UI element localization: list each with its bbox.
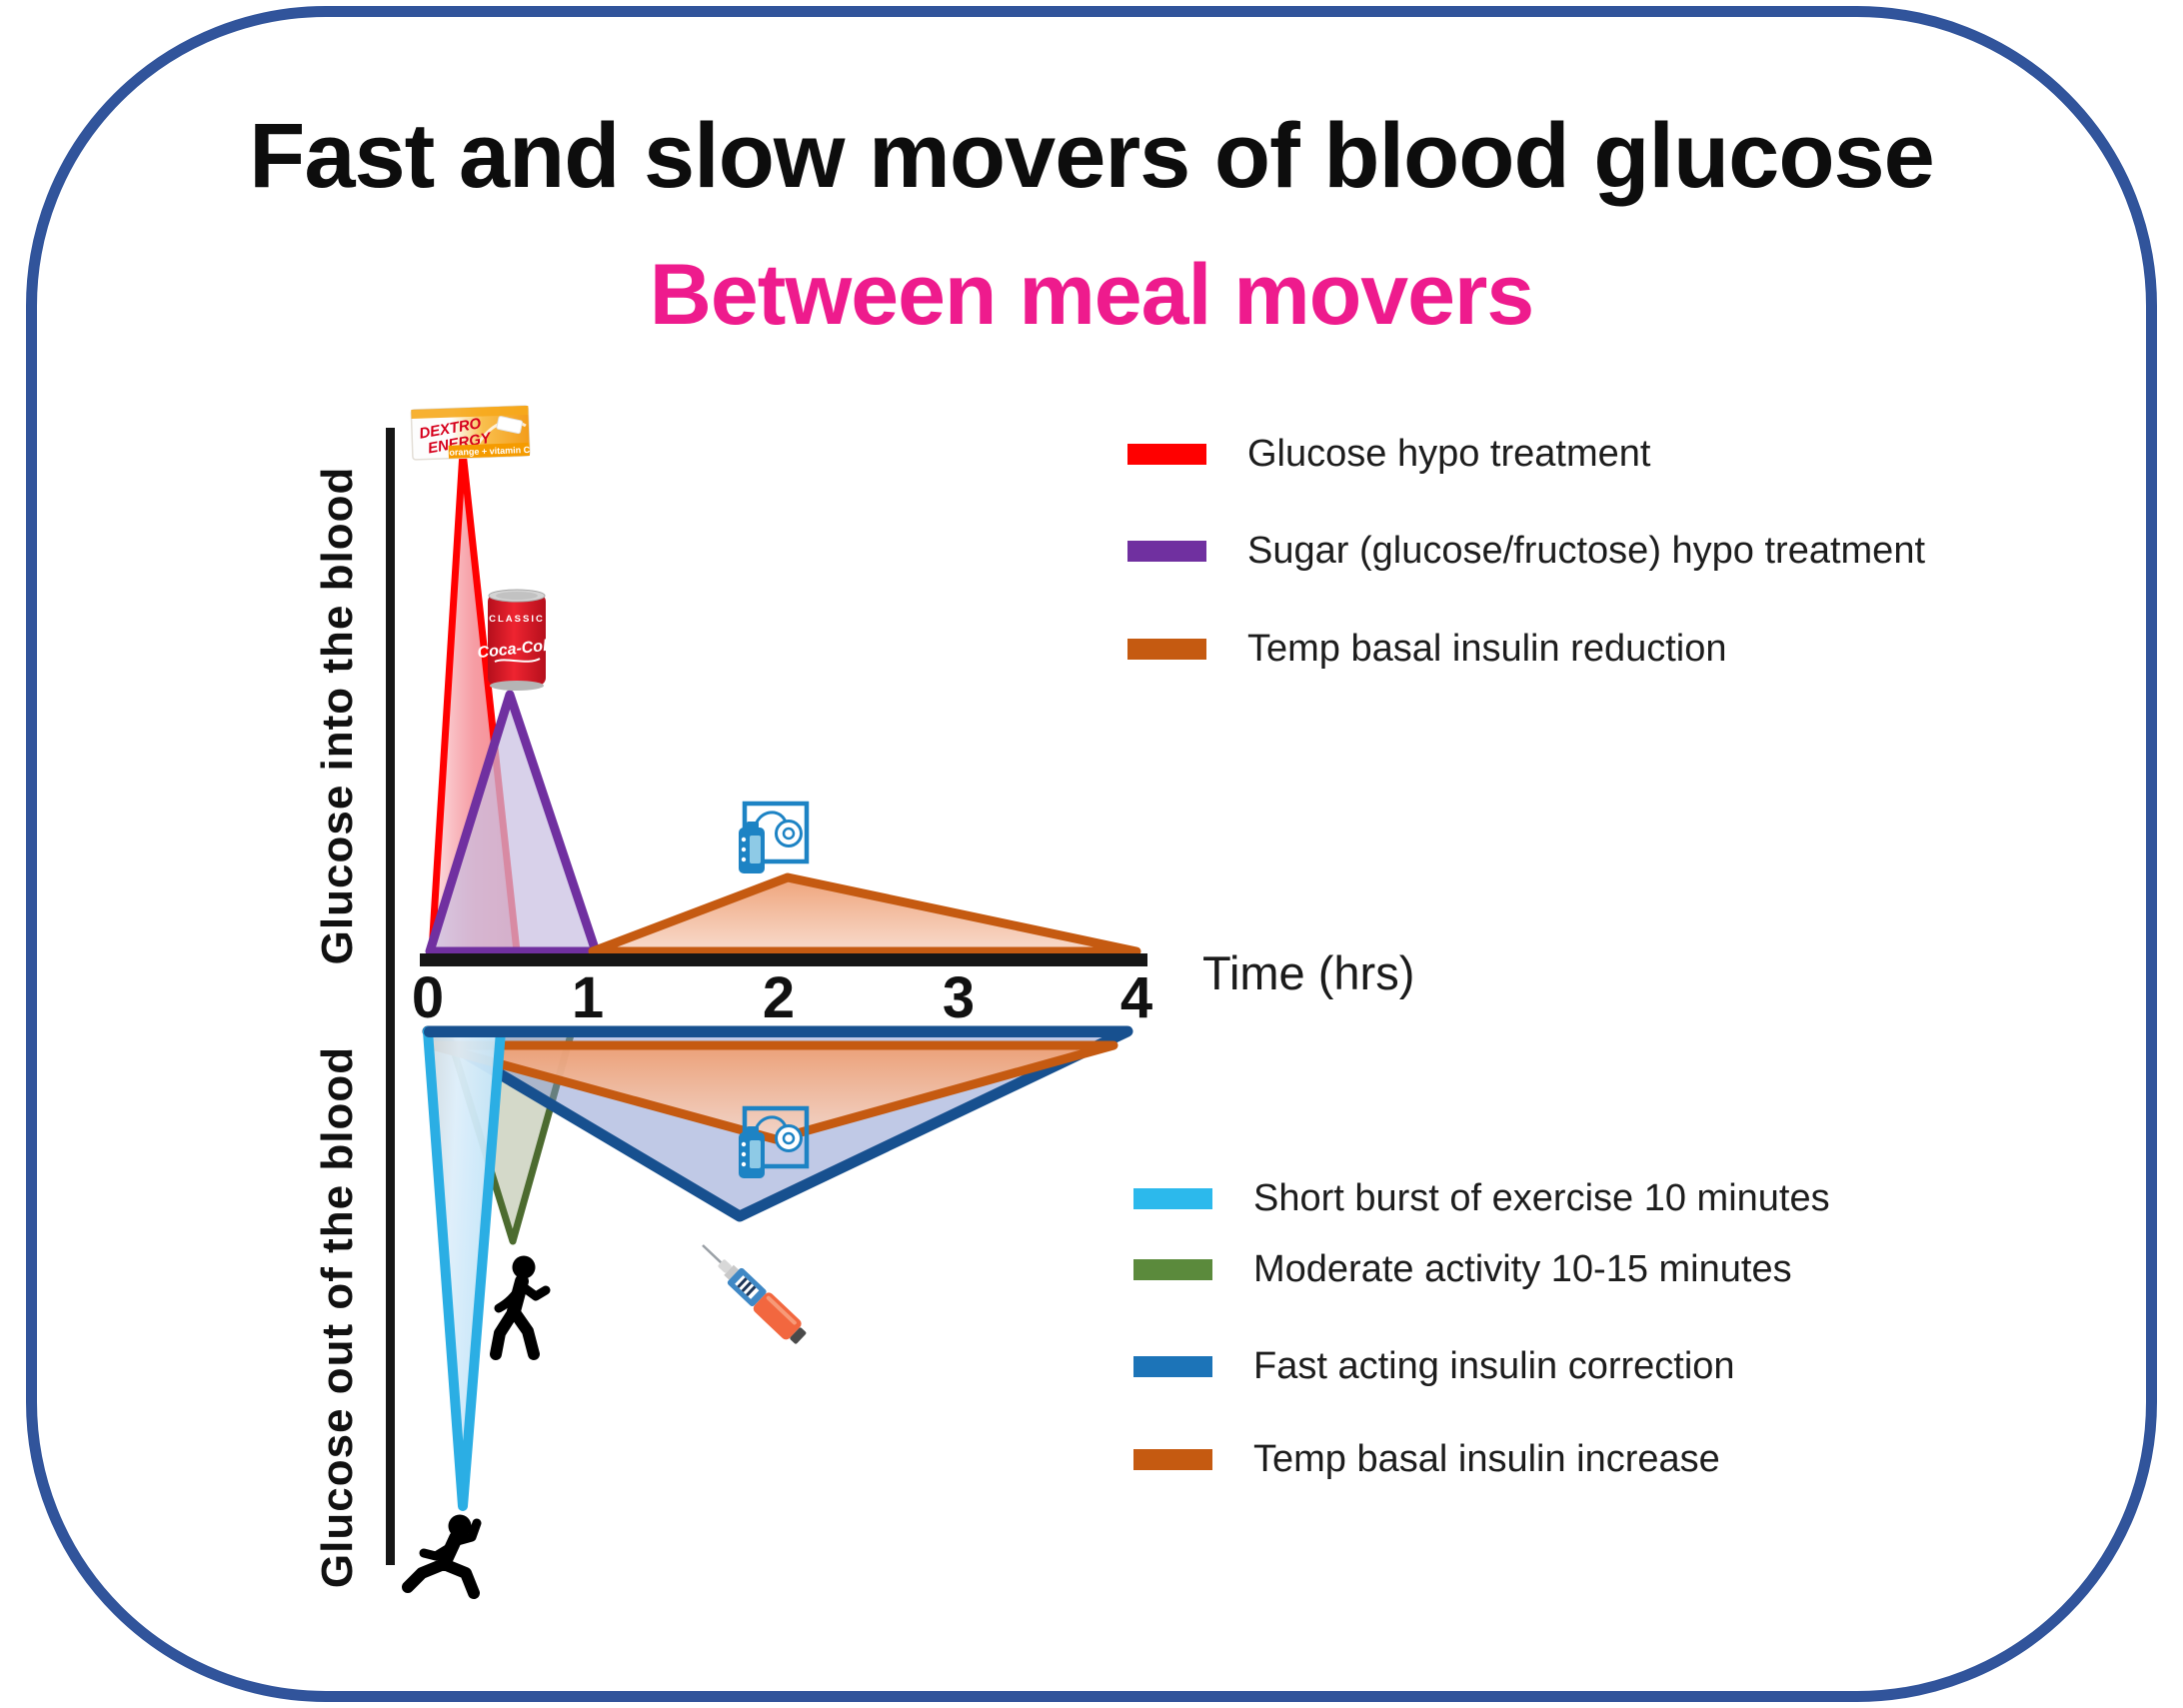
x-tick-1: 1 [572,965,604,1030]
legend-item-moderate-activity: Moderate activity 10-15 minutes [1133,1248,1792,1291]
rounded-card-border [26,6,2157,1702]
triangle-temp-basal-insulin-increase [427,1040,1118,1144]
x-tick-2: 2 [763,965,795,1030]
cola-can-icon: CLASSIC Coca-Cola [477,589,557,691]
running-person-icon [402,1514,482,1599]
x-tick-3: 3 [943,965,975,1030]
legend-label-temp-basal-insulin-reduction: Temp basal insulin reduction [1247,628,1727,670]
page-subtitle: Between meal movers [649,247,1534,343]
legend-swatch-sugar-hypo-treatment [1127,541,1206,562]
legend-swatch-glucose-hypo-treatment [1127,444,1206,465]
x-tick-4: 4 [1120,965,1152,1030]
walking-person-icon [490,1255,551,1360]
triangle-short-burst-of-exercise-10-minutes [423,1026,506,1511]
x-axis-line [420,953,1147,966]
legend-label-sugar-hypo-treatment: Sugar (glucose/fructose) hypo treatment [1247,530,1926,572]
y-axis-line [386,428,395,1565]
bottom-baseline-line [424,1026,1127,1037]
legend-swatch-temp-basal-insulin-increase [1133,1449,1212,1470]
legend-label-glucose-hypo-treatment: Glucose hypo treatment [1247,433,1651,475]
legend-swatch-short-burst-exercise [1133,1188,1212,1209]
page-title: Fast and slow movers of blood glucose [249,105,1935,207]
legend-item-short-burst-exercise: Short burst of exercise 10 minutes [1133,1177,1830,1220]
dextro-energy-tablets-icon: DEXTRO ENERGY orange + vitamin C [410,405,531,461]
triangle-sugar-glucose-fructose-hypo-treatment [425,690,601,956]
y-axis-label-top: Glucose into the blood [313,467,362,965]
x-tick-0: 0 [412,965,444,1030]
legend-label-temp-basal-insulin-increase: Temp basal insulin increase [1253,1438,1720,1480]
legend-item-temp-basal-insulin-reduction: Temp basal insulin reduction [1127,628,1727,671]
legend-item-sugar-hypo-treatment: Sugar (glucose/fructose) hypo treatment [1127,530,1925,573]
legend-label-fast-acting-insulin-correction: Fast acting insulin correction [1253,1345,1735,1387]
legend-swatch-fast-acting-insulin-correction [1133,1356,1212,1377]
insulin-pen-icon [702,1244,807,1344]
x-axis-label: Time (hrs) [1202,946,1414,999]
insulin-pump-icon-top [739,804,807,873]
legend-swatch-moderate-activity [1133,1259,1212,1280]
legend-item-glucose-hypo-treatment: Glucose hypo treatment [1127,433,1650,476]
legend-item-fast-acting-insulin-correction: Fast acting insulin correction [1133,1345,1735,1388]
legend-item-temp-basal-insulin-increase: Temp basal insulin increase [1133,1438,1720,1481]
dextro-flavor-label: orange + vitamin C [449,445,531,458]
triangle-temp-basal-insulin-reduction [588,872,1141,956]
legend-label-short-burst-exercise: Short burst of exercise 10 minutes [1253,1177,1830,1219]
cola-classic-label: CLASSIC [489,614,545,625]
y-axis-label-bottom: Glucose out of the blood [313,1046,362,1588]
legend-label-moderate-activity: Moderate activity 10-15 minutes [1253,1248,1792,1290]
legend-swatch-temp-basal-insulin-reduction [1127,639,1206,660]
